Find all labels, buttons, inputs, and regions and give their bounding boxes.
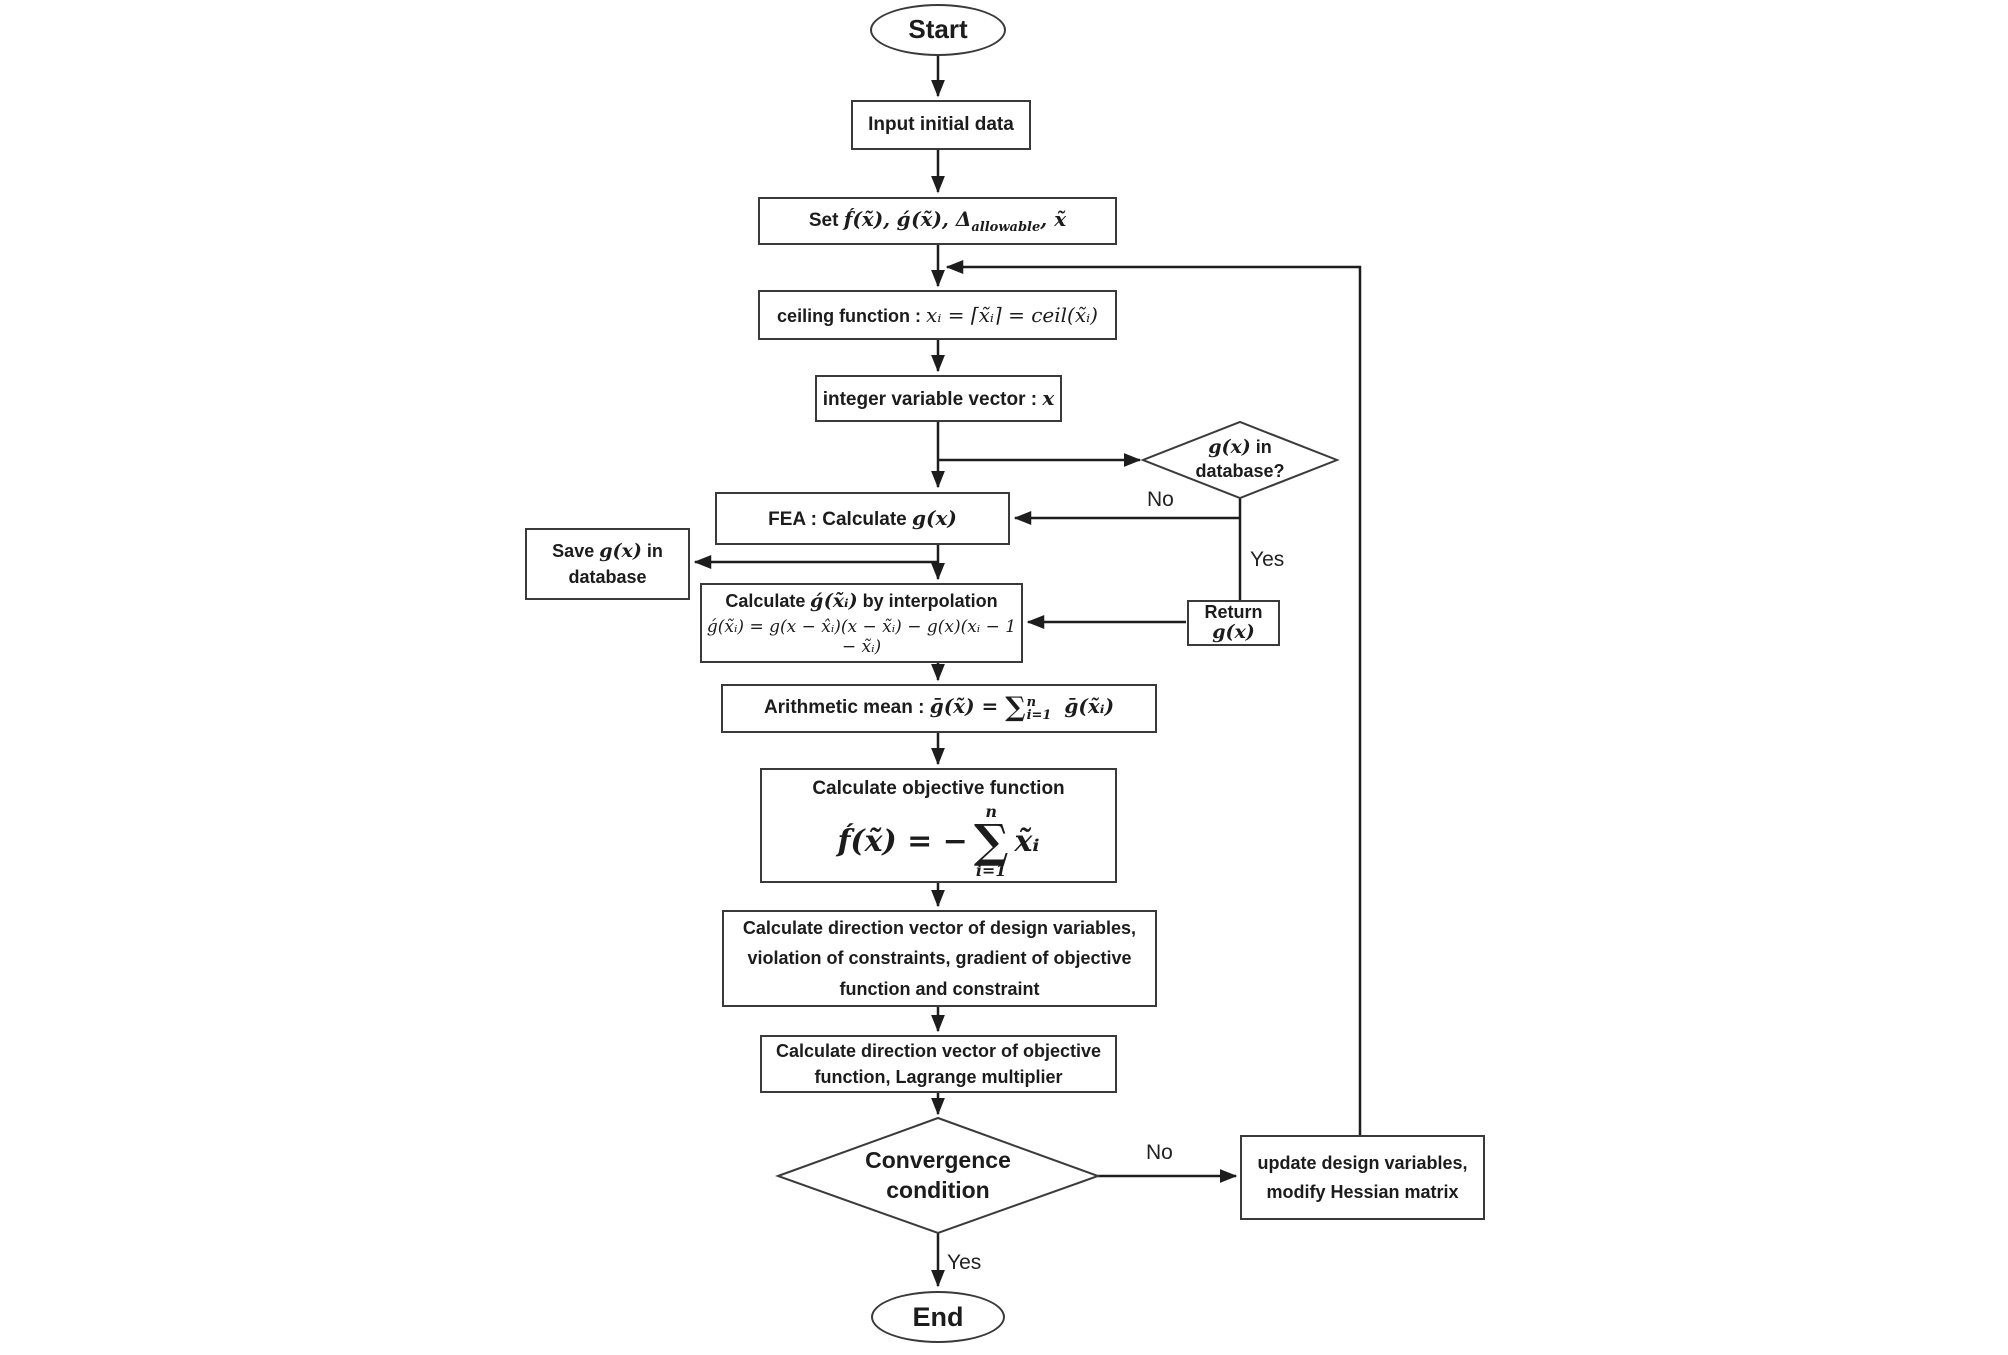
objective-title: Calculate objective function [812,778,1065,799]
objective-formula: f́(x̃) = − n ∑ i=1 x̃ᵢ [837,801,1040,881]
objective-sigma-top: n [985,801,997,821]
interpolation-node: Calculate ǵ(x̃ᵢ) by interpolation ǵ(x̃ᵢ)… [700,583,1023,663]
fea-math: g(x) [912,505,957,530]
input-initial-data-label: Input initial data [868,114,1014,136]
integer-prefix: integer variable vector : [822,388,1043,410]
save-suffix: in [641,541,663,562]
objective-sigma-stack: n ∑ i=1 [973,801,1009,881]
edge-update-feedback [945,259,1362,1135]
objective-sigma-bottom: i=1 [975,861,1007,881]
mean-prefix: Arithmetic mean : [763,697,930,719]
ceiling-math: xᵢ = ⌈x̃ᵢ⌉ = ceil(x̃ᵢ) [926,302,1098,327]
convergence-label: Convergence condition [865,1147,1011,1203]
interp-prefix: Calculate [725,591,811,612]
mean-math1: ḡ(x̃) = [929,694,1006,719]
set-math-a: f́(x̃), ǵ(x̃), Δ [843,206,972,231]
edges-group [693,56,1362,1288]
fea-prefix: FEA : Calculate [768,508,913,530]
return-line1: Return [1204,601,1263,622]
mean-sigma-sub: i=1 [1026,707,1052,723]
interp-title-math: ǵ(x̃ᵢ) [810,590,858,613]
ceiling-prefix: ceiling function : [777,305,927,326]
convergence-diamond [775,1116,1101,1235]
interpolation-title: Calculate ǵ(x̃ᵢ) by interpolation [725,589,997,615]
db-check-suffix: in [1250,436,1272,457]
ceiling-function-label: ceiling function : xᵢ = ⌈x̃ᵢ⌉ = ceil(x̃ᵢ… [777,302,1098,329]
db-check-node: g(x) in database? [1160,431,1320,487]
fea-label: FEA : Calculate g(x) [768,505,957,533]
ceiling-function-node: ceiling function : xᵢ = ⌈x̃ᵢ⌉ = ceil(x̃ᵢ… [758,290,1117,340]
direction-design-vars-node: Calculate direction vector of design var… [722,910,1157,1007]
interp-suffix: by interpolation [857,591,998,612]
objective-function-node: Calculate objective function f́(x̃) = − … [760,768,1117,883]
integer-vector-node: integer variable vector : x [815,375,1062,422]
set-prefix: Set [808,209,844,231]
mean-sigma: ∑ [1005,692,1026,724]
start-node: Start [870,4,1006,56]
save-line2: database [568,566,647,587]
save-database-node: Save g(x) in database [525,528,690,600]
db-yes-label: Yes [1250,548,1285,571]
mean-sigma-sup: n [1026,694,1037,710]
set-math-b: , x̃ [1040,206,1067,231]
direction-design-vars-label: Calculate direction vector of design var… [742,917,1137,999]
fea-node: FEA : Calculate g(x) [715,492,1010,545]
db-check-math: g(x) [1208,435,1251,458]
integer-vector-label: integer variable vector : x [823,385,1055,413]
set-subscript: allowable [971,219,1041,235]
end-node: End [871,1291,1005,1343]
end-label: End [912,1301,964,1332]
objective-rhs: x̃ᵢ [1014,823,1040,859]
direction-objective-label: Calculate direction vector of objective … [775,1040,1102,1087]
update-design-vars-label: update design variables, modify Hessian … [1257,1152,1468,1202]
update-design-vars-node: update design variables, modify Hessian … [1240,1135,1485,1220]
return-math: g(x) [1212,621,1255,644]
objective-sigma: ∑ [973,813,1009,868]
objective-lhs: f́(x̃) = − [837,823,968,859]
interpolation-formula: ǵ(x̃ᵢ) = g(x − x̂ᵢ)(x − x̃ᵢ) − g(x)(xᵢ −… [706,616,1017,657]
conv-no-label: No [1146,1141,1173,1164]
integer-math: x [1042,385,1055,410]
save-prefix: Save [552,541,600,562]
db-check-label: g(x) in database? [1195,436,1284,482]
set-functions-label: Set f́(x̃), ǵ(x̃), Δallowable, x̃ [809,206,1066,236]
save-database-label: Save g(x) in database [552,538,663,590]
input-initial-data-node: Input initial data [851,100,1031,150]
db-check-line2: database? [1195,460,1285,481]
db-check-diamond [1140,420,1340,500]
convergence-node: Convergence condition [838,1140,1038,1212]
db-no-label: No [1147,488,1174,511]
mean-math2: ḡ(x̃ᵢ) [1057,694,1115,719]
save-math: g(x) [599,540,642,563]
direction-objective-node: Calculate direction vector of objective … [760,1035,1117,1093]
conv-yes-label: Yes [947,1251,982,1274]
decision-shapes [775,420,1340,1235]
start-label: Start [908,14,968,45]
set-functions-node: Set f́(x̃), ǵ(x̃), Δallowable, x̃ [758,197,1117,245]
return-node: Return g(x) [1187,600,1280,646]
